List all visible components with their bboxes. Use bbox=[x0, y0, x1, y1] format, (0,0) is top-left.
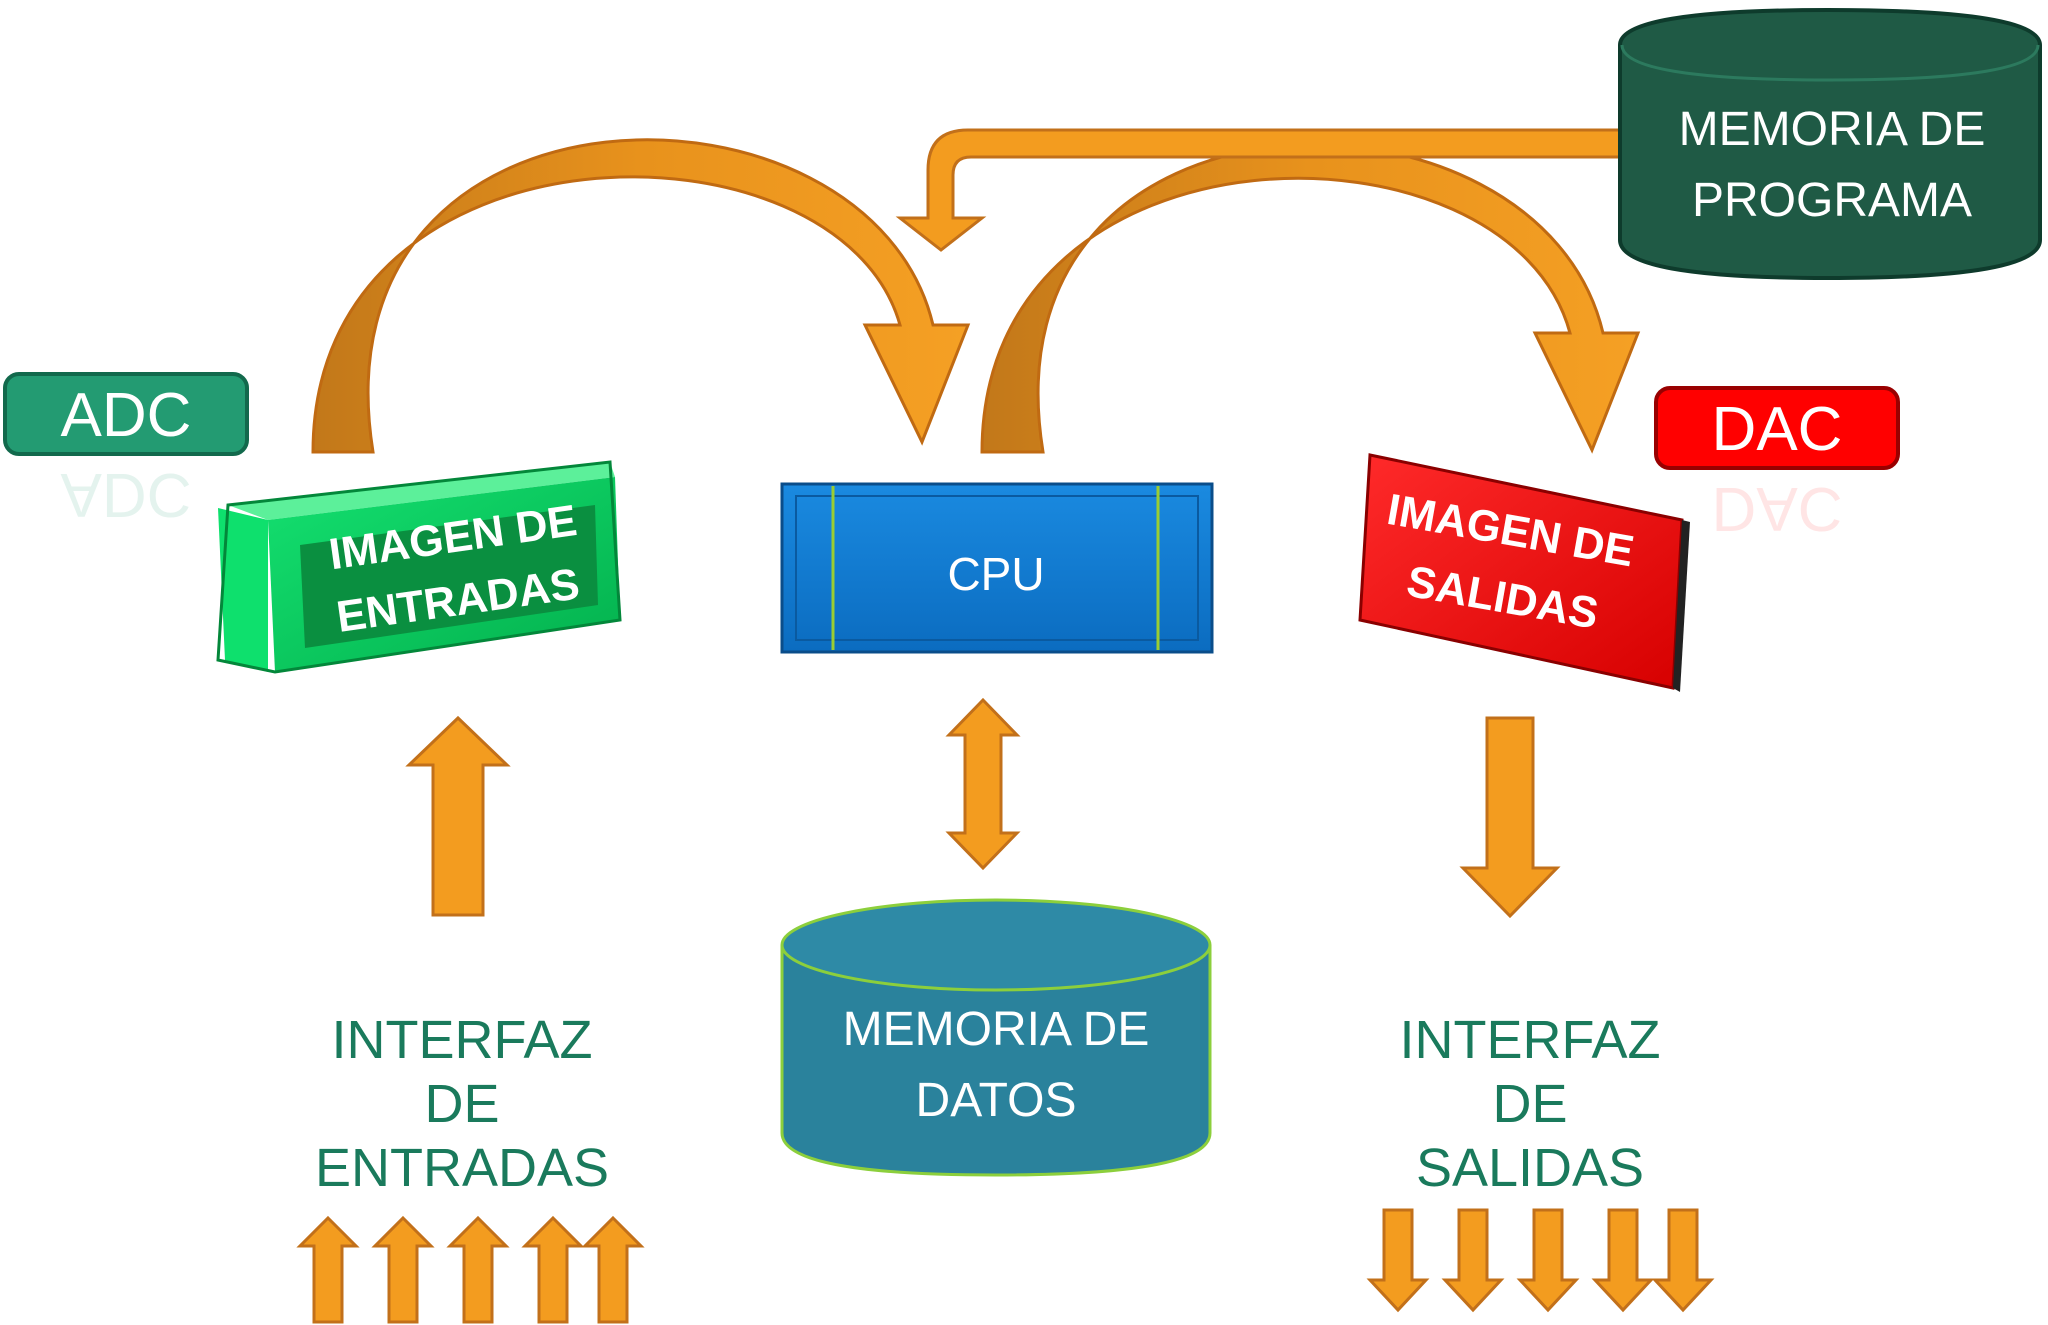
down-arrow-salidas bbox=[1459, 716, 1561, 919]
interfaz-salidas-line3: SALIDAS bbox=[1416, 1138, 1644, 1198]
input-arrow-4 bbox=[521, 1215, 585, 1324]
arc-arrow-cpu-to-salidas bbox=[980, 143, 1641, 454]
input-arrow-1 bbox=[296, 1215, 360, 1324]
output-arrow-1 bbox=[1366, 1208, 1430, 1313]
adc-label: ADC bbox=[61, 381, 192, 450]
input-arrow-5 bbox=[581, 1215, 645, 1324]
dac-label: DAC bbox=[1712, 395, 1843, 464]
memoria-programa-label-line1: MEMORIA DE bbox=[1679, 103, 1986, 156]
adc-reflection: ADC bbox=[61, 460, 192, 529]
imagen-entradas-box bbox=[216, 460, 622, 674]
input-arrow-2 bbox=[371, 1215, 435, 1324]
interfaz-salidas-line2: DE bbox=[1492, 1074, 1567, 1134]
memoria-datos-line2: DATOS bbox=[916, 1074, 1077, 1127]
program-memory-arrow-body bbox=[895, 128, 1624, 252]
memoria-datos-cylinder bbox=[780, 898, 1212, 1177]
input-arrows-group bbox=[296, 1215, 645, 1324]
interfaz-salidas-line1: INTERFAZ bbox=[1399, 1010, 1660, 1070]
output-arrow-5 bbox=[1651, 1208, 1715, 1313]
memoria-datos-line1: MEMORIA DE bbox=[843, 1003, 1150, 1056]
dac-reflection: DAC bbox=[1712, 474, 1843, 543]
dac-tag bbox=[1654, 386, 1900, 470]
cpu-label: CPU bbox=[947, 548, 1044, 600]
imagen-salidas-box bbox=[1358, 453, 1690, 692]
interfaz-entradas-line3: ENTRADAS bbox=[315, 1138, 609, 1198]
arc-arrow-entradas-to-cpu bbox=[311, 138, 971, 454]
adc-tag bbox=[3, 372, 249, 456]
interfaz-entradas-line2: DE bbox=[424, 1074, 499, 1134]
double-arrow-cpu-datos bbox=[945, 697, 1021, 871]
input-arrow-3 bbox=[446, 1215, 510, 1324]
memoria-programa-cylinder bbox=[1618, 7, 2042, 281]
output-arrow-4 bbox=[1591, 1208, 1655, 1313]
cpu-box bbox=[780, 482, 1214, 654]
output-arrow-3 bbox=[1516, 1208, 1580, 1313]
interfaz-entradas-line1: INTERFAZ bbox=[331, 1010, 592, 1070]
up-arrow-entradas bbox=[405, 715, 511, 917]
memoria-programa-label-line2: PROGRAMA bbox=[1692, 174, 1972, 227]
output-arrows-group bbox=[1366, 1208, 1715, 1313]
output-arrow-2 bbox=[1441, 1208, 1505, 1313]
